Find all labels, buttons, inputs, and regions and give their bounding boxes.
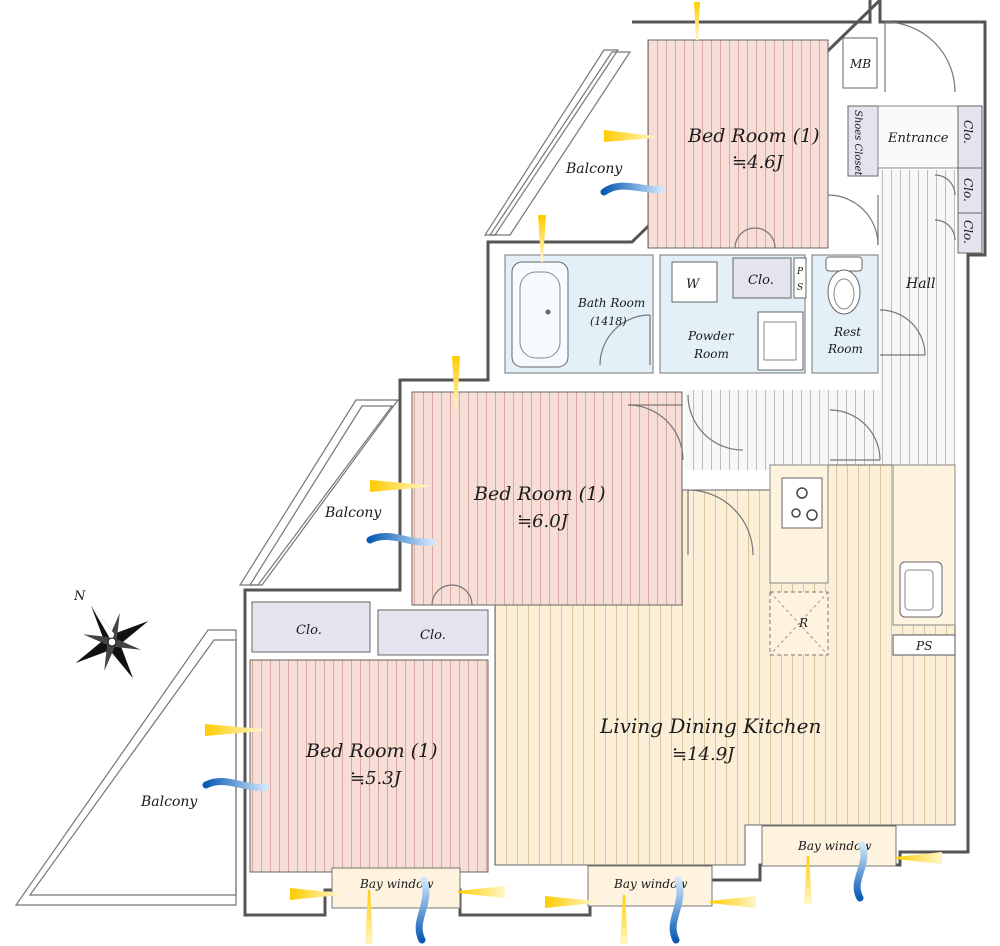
entrance-label: Entrance xyxy=(887,131,949,146)
closet-entrance-1-label: Clo. xyxy=(961,120,975,144)
fridge-label: R xyxy=(798,616,808,630)
compass-icon xyxy=(75,605,149,679)
closet-entrance-2 xyxy=(957,167,983,214)
ps-label: PS xyxy=(915,639,932,653)
closet-entrance-3-label: Clo. xyxy=(961,220,975,244)
bay-window-left xyxy=(331,867,461,909)
doors xyxy=(431,21,956,606)
ventilation-icons xyxy=(202,182,868,944)
bathroom-name: Bath Room xyxy=(577,296,645,310)
sunlight-icons xyxy=(205,2,942,944)
mb-label: MB xyxy=(849,57,871,71)
fridge-space xyxy=(769,591,829,656)
bay-window-left-label: Bay window xyxy=(359,877,434,891)
shoes-closet-label: Shoes Closet xyxy=(852,110,863,176)
bedroom-middle-name: Bed Room (1) xyxy=(473,483,606,505)
bedroom-top-size: ≒4.6J xyxy=(732,152,785,173)
balcony-middle-label: Balcony xyxy=(324,505,382,521)
bathtub-icon xyxy=(511,261,569,368)
bedroom-middle-size: ≒6.0J xyxy=(517,511,570,532)
shoes-closet xyxy=(847,105,879,177)
stove-icon xyxy=(781,477,823,529)
ldk-name: Living Dining Kitchen xyxy=(599,714,821,738)
bay-window-right xyxy=(761,825,897,867)
ps-box xyxy=(892,634,956,656)
toilet-icon xyxy=(825,256,863,315)
sink-icon xyxy=(899,561,943,618)
bedroom-middle-floor xyxy=(411,391,683,606)
closet-bottom-1 xyxy=(251,601,371,653)
closet-wet xyxy=(732,257,792,299)
balcony-top-label: Balcony xyxy=(565,161,623,177)
balcony-bottom-label: Balcony xyxy=(140,794,198,810)
compass-north-label: N xyxy=(73,589,86,604)
bay-window-center xyxy=(587,865,713,907)
balcony-middle xyxy=(238,399,400,586)
closet-bottom-1-label: Clo. xyxy=(296,623,322,638)
balcony-top xyxy=(483,49,632,236)
closet-bottom-2 xyxy=(377,609,489,656)
bedroom-bottom-floor xyxy=(249,659,489,873)
bathroom-note: (1418) xyxy=(590,315,627,328)
mb-box xyxy=(842,37,878,89)
powder-room-name2: Room xyxy=(693,347,729,361)
closet-entrance-2-label: Clo. xyxy=(961,178,975,202)
hall-floor-lower xyxy=(685,390,885,470)
rest-room-name1: Rest xyxy=(833,325,861,339)
closet-entrance-3 xyxy=(957,212,983,254)
ps-small-box xyxy=(793,257,807,299)
bedroom-bottom-name: Bed Room (1) xyxy=(305,740,438,762)
ps-small-p: P xyxy=(796,267,804,277)
bay-window-center-label: Bay window xyxy=(613,877,688,891)
balcony-bottom xyxy=(14,629,237,906)
washer-label: W xyxy=(686,277,701,292)
closet-entrance-1 xyxy=(957,105,983,169)
bedroom-top-name: Bed Room (1) xyxy=(687,125,820,147)
bedroom-top-floor xyxy=(647,39,829,249)
washer-box xyxy=(671,261,718,303)
rest-room-name2: Room xyxy=(827,342,863,356)
washbasin-icon xyxy=(757,311,804,371)
ps-small-s: S xyxy=(797,283,803,293)
hall-label: Hall xyxy=(905,276,936,292)
bay-window-right-label: Bay window xyxy=(797,839,872,853)
ldk-size: ≒14.9J xyxy=(672,744,736,765)
hall-floor xyxy=(880,170,955,470)
powder-room-name1: Powder xyxy=(687,329,735,343)
closet-wet-label: Clo. xyxy=(748,273,774,288)
closet-bottom-2-label: Clo. xyxy=(420,628,446,643)
outer-wall xyxy=(243,0,987,917)
bedroom-bottom-size: ≒5.3J xyxy=(350,768,403,789)
